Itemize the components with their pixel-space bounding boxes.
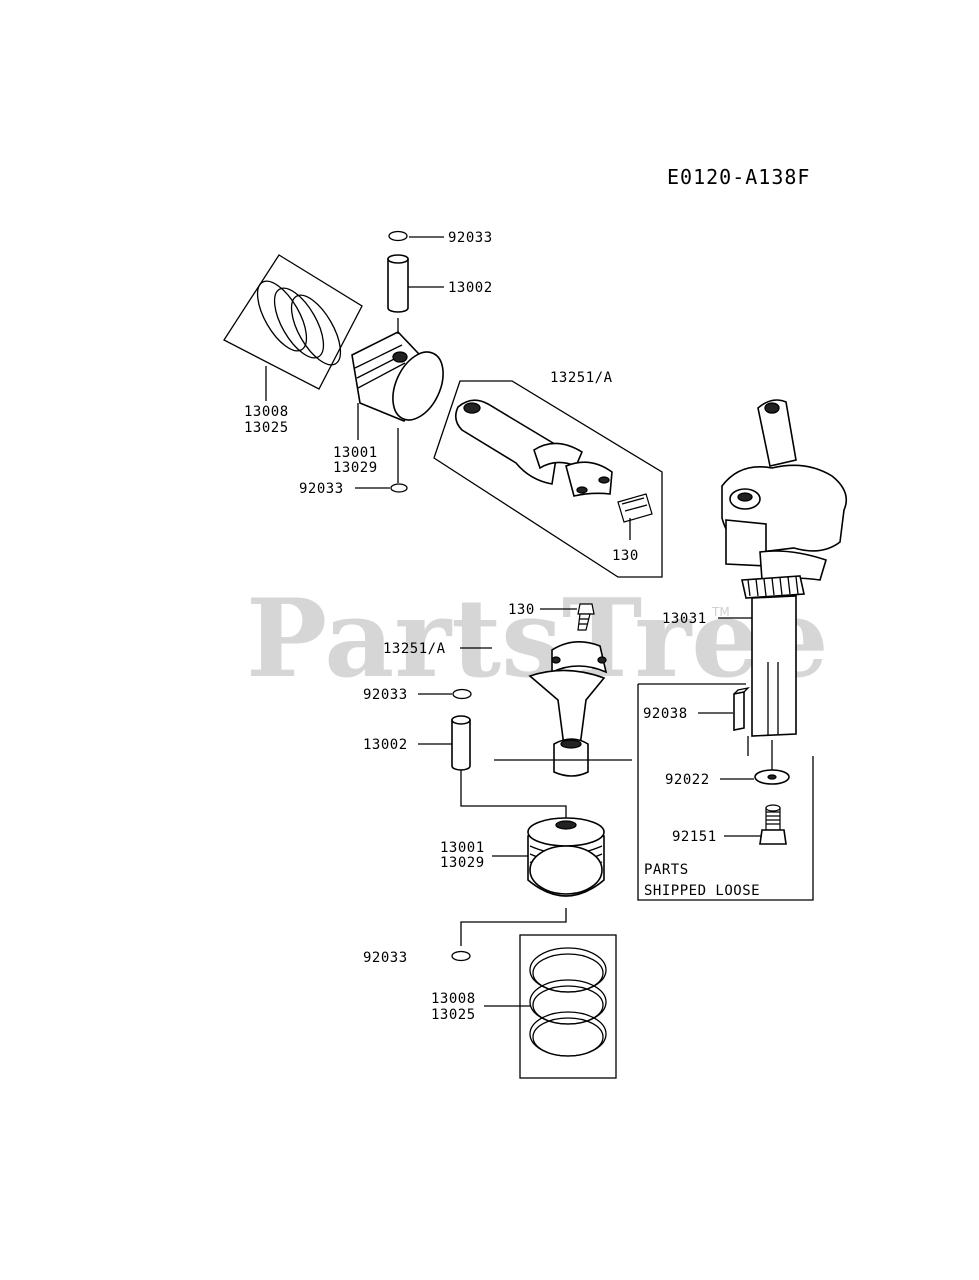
piston-rings-top[interactable] xyxy=(223,254,363,401)
label-circlip-bottom: 92033 xyxy=(363,950,408,966)
label-conrod-mid: 13251/A xyxy=(383,641,446,657)
label-piston-mid-b: 13029 xyxy=(440,855,485,871)
diagram-code: E0120-A138F xyxy=(667,165,810,189)
label-bolt-top: 130 xyxy=(612,548,639,564)
label-conrod-top: 13251/A xyxy=(550,370,613,386)
label-pin-top: 13002 xyxy=(448,280,493,296)
piston-mid[interactable] xyxy=(492,817,605,897)
label-washer: 92022 xyxy=(665,772,710,788)
circlip-bottom[interactable] xyxy=(451,908,567,962)
circlip-mid[interactable] xyxy=(418,688,472,700)
label-crankshaft: 13031 xyxy=(662,611,707,627)
label-piston-top-b: 13029 xyxy=(333,460,378,476)
label-piston-mid-a: 13001 xyxy=(440,840,485,856)
piston-top[interactable] xyxy=(351,318,453,440)
label-key: 92038 xyxy=(643,706,688,722)
piston-pin-mid[interactable] xyxy=(418,715,567,822)
label-rings-bottom-a: 13008 xyxy=(431,991,476,1007)
label-pin-mid: 13002 xyxy=(363,737,408,753)
label-circlip-top: 92033 xyxy=(448,230,493,246)
washer[interactable] xyxy=(720,740,790,785)
label-piston-top-a: 13001 xyxy=(333,445,378,461)
label-circlip-mid: 92033 xyxy=(363,687,408,703)
loose-box-line1: PARTS xyxy=(644,862,689,878)
label-bolt-crank: 92151 xyxy=(672,829,717,845)
bolt-mid[interactable] xyxy=(540,603,595,631)
watermark-trademark: TM xyxy=(711,605,730,619)
label-circlip-top-lower: 92033 xyxy=(299,481,344,497)
conrod-mid[interactable] xyxy=(460,641,608,777)
loose-box-line2: SHIPPED LOOSE xyxy=(644,883,760,899)
crankshaft[interactable] xyxy=(718,399,848,737)
parts-shipped-loose-box xyxy=(637,683,814,901)
key[interactable] xyxy=(698,686,750,756)
circlip-top-lower[interactable] xyxy=(355,428,408,493)
bolt-crank[interactable] xyxy=(724,804,787,845)
piston-pin-top[interactable] xyxy=(387,254,444,313)
conrod-top-assembly[interactable] xyxy=(433,380,663,578)
piston-rings-bottom[interactable] xyxy=(484,934,617,1079)
label-rings-bottom-b: 13025 xyxy=(431,1007,476,1023)
label-rings-top-a: 13008 xyxy=(244,404,289,420)
circlip-top[interactable] xyxy=(388,230,444,242)
label-bolt-mid: 130 xyxy=(508,602,535,618)
label-rings-top-b: 13025 xyxy=(244,420,289,436)
